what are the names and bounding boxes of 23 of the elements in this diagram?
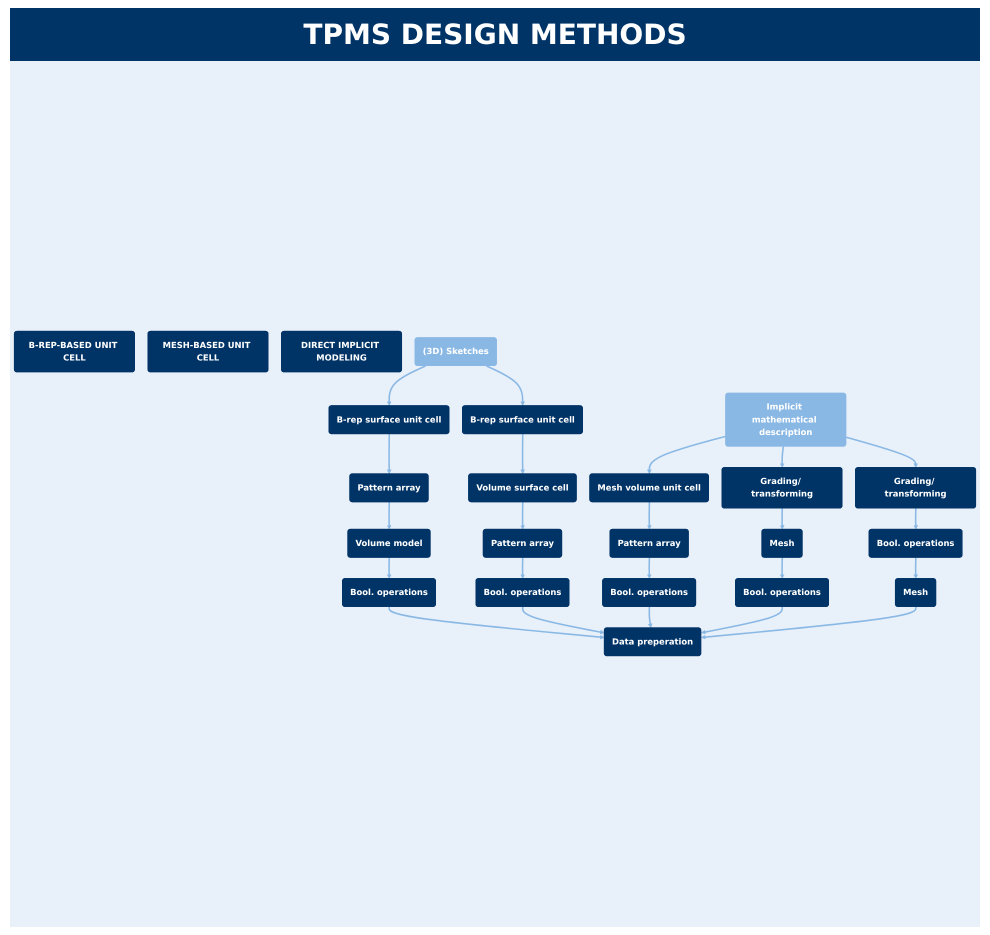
arrow xyxy=(520,434,525,475)
arrow xyxy=(522,607,605,635)
arrow xyxy=(846,436,918,468)
arrow xyxy=(780,508,784,530)
arrow xyxy=(520,502,525,530)
arrow xyxy=(647,558,652,580)
arrow xyxy=(913,508,918,530)
arrow xyxy=(780,558,784,580)
arrow xyxy=(386,434,392,475)
arrow xyxy=(701,607,917,640)
arrow xyxy=(386,366,426,406)
arrow xyxy=(913,558,918,580)
arrow xyxy=(386,502,392,530)
arrow xyxy=(486,366,525,406)
arrow xyxy=(386,558,392,580)
arrow xyxy=(648,607,652,629)
arrow xyxy=(780,447,784,468)
arrow xyxy=(647,436,726,475)
arrow xyxy=(520,558,525,580)
arrow xyxy=(647,502,652,530)
arrow xyxy=(701,607,784,635)
arrow xyxy=(388,607,605,640)
title-banner: TPMS DESIGN METHODS xyxy=(10,8,980,61)
